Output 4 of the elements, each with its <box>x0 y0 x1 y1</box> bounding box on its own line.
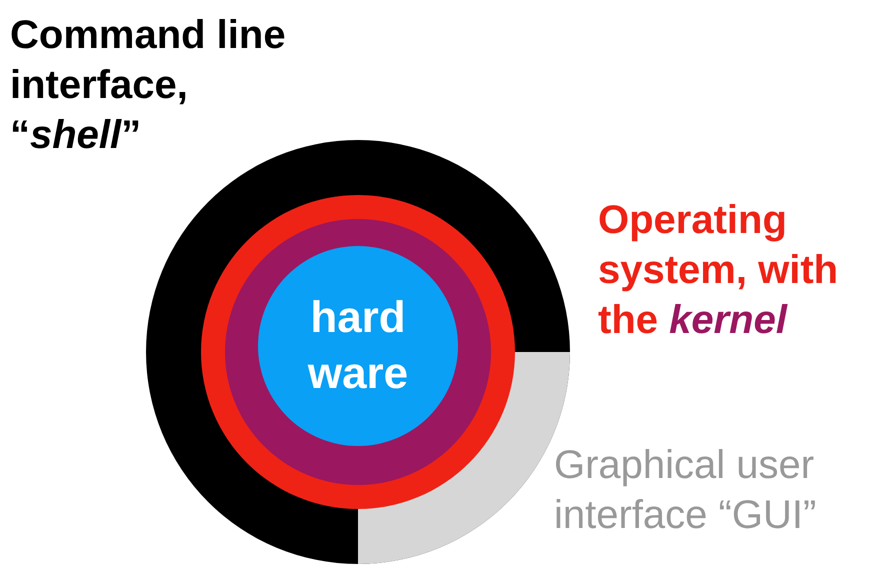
ring-label: Command line interface, “shell” <box>10 12 287 159</box>
ring-label: Operating system, with the kernel <box>598 197 840 344</box>
ring-label: hard ware <box>306 292 410 400</box>
ring-label: Graphical user interface “GUI” <box>554 442 818 539</box>
